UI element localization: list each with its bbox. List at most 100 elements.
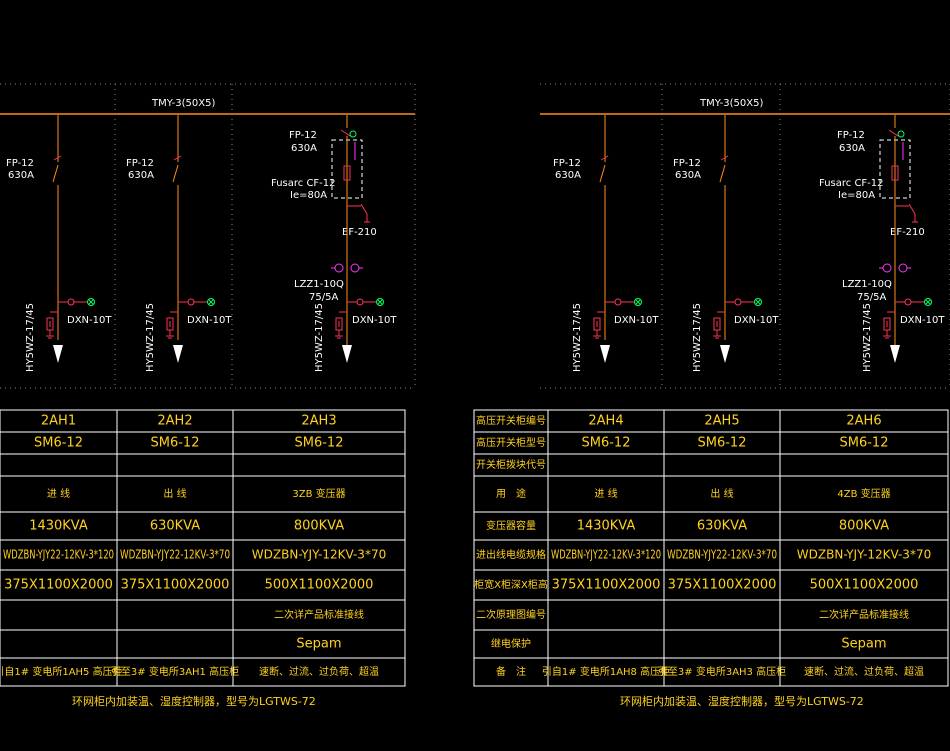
table-cell: 375X1100X2000: [552, 578, 661, 593]
table-cell: 速断、过流、过负荷、超温: [259, 665, 379, 678]
table-cell: 375X1100X2000: [4, 578, 113, 593]
switch-model-label: FP-12: [126, 158, 154, 169]
arrester-label: HY5WZ-17/45: [25, 303, 36, 372]
table-cell: 500X1100X2000: [810, 578, 919, 593]
busbar-label: TMY-3(50X5): [151, 98, 215, 109]
indicator-label: DXN-10T: [734, 315, 779, 326]
table-cell: 二次详产品标准接线: [819, 608, 909, 621]
indicator-label: DXN-10T: [900, 315, 945, 326]
arrow-head: [173, 345, 183, 363]
table-cell: SM6-12: [295, 436, 344, 451]
indicator-lamp-icon: [924, 298, 932, 306]
arrow-head: [600, 345, 610, 363]
fuse-model-label: Fusarc CF-12: [819, 178, 884, 189]
table-cell: 1430KVA: [577, 519, 636, 534]
switch-rating-label: 630A: [291, 143, 317, 154]
row-label: 柜宽X柜深X柜高: [474, 578, 548, 591]
ct-ratio-label: 75/5A: [309, 292, 338, 303]
surge-arrester-icon: [46, 317, 54, 339]
indicator-lamp-icon: [754, 298, 762, 306]
table-cell: 2AH1: [41, 414, 76, 429]
cable-outgoing-arrow-icon: [890, 345, 900, 363]
arrow-head: [342, 345, 352, 363]
table-cell: SM6-12: [34, 436, 83, 451]
lamp-circle: [207, 298, 215, 306]
lamp-circle: [87, 298, 95, 306]
indicator-node-icon: [187, 298, 195, 306]
arrester-label: HY5WZ-17/45: [145, 303, 156, 372]
table-cell: SM6-12: [151, 436, 200, 451]
current-transformer-icon: [331, 263, 363, 273]
table-cell: SM6-12: [582, 436, 631, 451]
row-label: 开关柜拨块代号: [476, 458, 546, 471]
ct-model-label: LZZ1-10Q: [294, 279, 344, 290]
table-cell: 500X1100X2000: [265, 578, 374, 593]
table-cell: WDZBN-YJY22-12KV-3*120: [551, 548, 661, 562]
table-cell: Sepam: [296, 637, 341, 652]
switch-model-label: FP-12: [289, 130, 317, 141]
indicator-label: DXN-10T: [187, 315, 232, 326]
switch-model-label: FP-12: [673, 158, 701, 169]
table-cell: 引自1# 变电所1AH5 高压柜: [0, 665, 123, 678]
table-cell: 引至3# 变电所3AH1 高压柜: [111, 665, 239, 678]
indicator-node-icon: [349, 130, 357, 138]
surge-arrester-icon: [713, 317, 721, 339]
load-switch-icon: [599, 155, 609, 183]
fuse-icon: [343, 165, 351, 181]
load-switch-icon: [52, 155, 62, 183]
row-label: 用 途: [496, 487, 526, 500]
indicator-node-icon: [67, 298, 75, 306]
row-label: 继电保护: [491, 637, 531, 650]
indicator-node-icon: [897, 130, 905, 138]
arrester-label: HY5WZ-17/45: [862, 303, 873, 372]
indicator-node-icon: [734, 298, 742, 306]
earth-switch-label: EF-210: [890, 227, 925, 238]
ct-ratio-label: 75/5A: [857, 292, 886, 303]
arrester-label: HY5WZ-17/45: [572, 303, 583, 372]
busbar-label: TMY-3(50X5): [699, 98, 763, 109]
switch-model-label: FP-12: [837, 130, 865, 141]
table-cell: 出 线: [710, 487, 733, 500]
table-cell: WDZBN-YJY22-12KV-3*70: [120, 548, 230, 562]
load-switch-icon: [888, 129, 899, 137]
indicator-lamp-icon: [634, 298, 642, 306]
switch-rating-label: 630A: [8, 170, 34, 181]
table-cell: Sepam: [841, 637, 886, 652]
surge-arrester-icon: [883, 317, 891, 339]
switch-model-label: FP-12: [6, 158, 34, 169]
table-cell: 375X1100X2000: [668, 578, 777, 593]
fuse-rating-label: Ie=80A: [838, 190, 875, 201]
arrow-head: [53, 345, 63, 363]
table-cell: 3ZB 变压器: [292, 487, 345, 500]
cable-outgoing-arrow-icon: [720, 345, 730, 363]
indicator-node-icon: [614, 298, 622, 306]
cable-outgoing-arrow-icon: [600, 345, 610, 363]
footnote: 环网柜内加装温、湿度控制器，型号为LGTWS-72: [72, 694, 316, 708]
table-cell: 1430KVA: [29, 519, 88, 534]
table-cell: 引至3# 变电所3AH3 高压柜: [658, 665, 786, 678]
table-cell: 进 线: [47, 487, 70, 500]
table-cell: 2AH3: [301, 414, 336, 429]
cable-outgoing-arrow-icon: [173, 345, 183, 363]
current-transformer-icon: [879, 263, 911, 273]
earth-switch-label: EF-210: [342, 227, 377, 238]
cable-outgoing-arrow-icon: [342, 345, 352, 363]
indicator-lamp-icon: [87, 298, 95, 306]
table-cell: 2AH6: [846, 414, 881, 429]
lamp-circle: [376, 298, 384, 306]
row-label: 高压开关柜型号: [476, 436, 546, 449]
fuse-rating-label: Ie=80A: [290, 190, 327, 201]
table-cell: 二次详产品标准接线: [274, 608, 364, 621]
table-cell: 进 线: [594, 487, 617, 500]
right-one-line-diagram: TMY-3(50X5)FP-12630ADXN-10THY5WZ-17/45FP…: [540, 83, 950, 389]
left-one-line-diagram: TMY-3(50X5)FP-12630ADXN-10THY5WZ-17/45FP…: [0, 83, 416, 389]
load-switch-icon: [172, 155, 182, 183]
ct-left-circle: [882, 263, 892, 273]
surge-arrester-icon: [593, 317, 601, 339]
